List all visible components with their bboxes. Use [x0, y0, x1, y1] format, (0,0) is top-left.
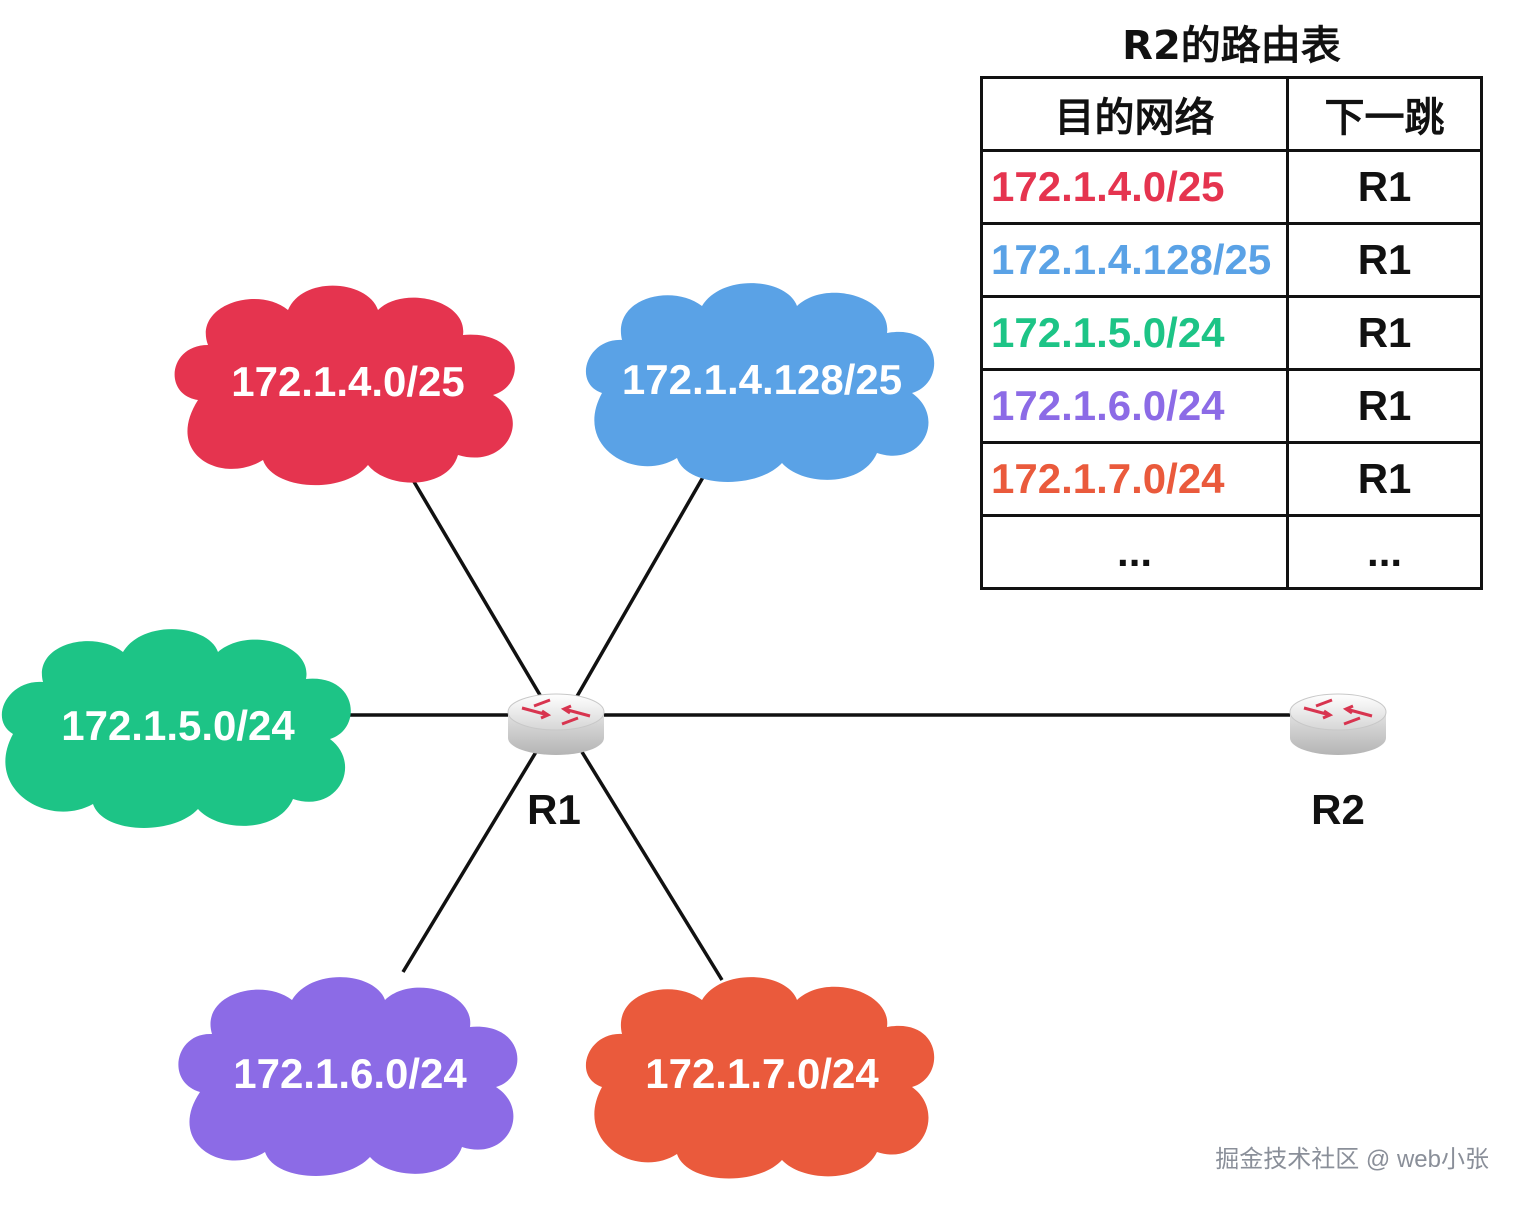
table-row: 172.1.6.0/24 R1 — [979, 368, 1483, 444]
row-destination: 172.1.5.0/24 — [979, 295, 1290, 371]
table-row: 172.1.4.128/25 R1 — [979, 222, 1483, 298]
links — [350, 457, 1292, 981]
table-row: ... ... — [979, 514, 1483, 590]
table-header-row: 目的网络 下一跳 — [979, 76, 1483, 152]
cloud-label: 172.1.7.0/24 — [645, 1050, 879, 1097]
row-destination: ... — [979, 514, 1290, 590]
table-row: 172.1.4.0/25 R1 — [979, 149, 1483, 225]
cloud-label: 172.1.4.0/25 — [231, 358, 465, 405]
row-next-hop: R1 — [1286, 222, 1483, 298]
cloud-shape — [585, 977, 935, 1179]
header-destination: 目的网络 — [979, 76, 1290, 152]
table-row: 172.1.7.0/24 R1 — [979, 441, 1483, 517]
cloud-net-172-1-5-0: 172.1.5.0/24 — [1, 629, 351, 828]
cloud-net-172-1-4-128: 172.1.4.128/25 — [585, 283, 935, 482]
link-r1-net-7-0 — [580, 751, 724, 981]
row-destination: 172.1.4.128/25 — [979, 222, 1290, 298]
router-r1-label: R1 — [527, 786, 581, 833]
cloud-net-172-1-4-0: 172.1.4.0/25 — [174, 285, 515, 486]
link-r1-net-4-0 — [398, 457, 552, 713]
cloud-label: 172.1.6.0/24 — [233, 1050, 467, 1097]
row-destination: 172.1.7.0/24 — [979, 441, 1290, 517]
row-next-hop: R1 — [1286, 441, 1483, 517]
router-r1[interactable]: R1 — [506, 692, 606, 833]
cloud-label: 172.1.5.0/24 — [61, 702, 295, 749]
routing-table: 目的网络 下一跳 172.1.4.0/25 R1 172.1.4.128/25 … — [979, 76, 1483, 590]
table-row: 172.1.5.0/24 R1 — [979, 295, 1483, 371]
routing-table-panel: R2的路由表 目的网络 下一跳 172.1.4.0/25 R1 172.1.4.… — [979, 20, 1483, 590]
router-icon — [1288, 692, 1388, 757]
cloud-shape — [585, 283, 935, 482]
row-next-hop: R1 — [1286, 295, 1483, 371]
row-next-hop: R1 — [1286, 368, 1483, 444]
cloud-shape — [178, 977, 518, 1176]
row-destination: 172.1.4.0/25 — [979, 149, 1290, 225]
cloud-net-172-1-6-0: 172.1.6.0/24 — [178, 977, 518, 1176]
row-next-hop: R1 — [1286, 149, 1483, 225]
row-next-hop: ... — [1286, 514, 1483, 590]
cloud-shape — [1, 629, 351, 828]
cloud-net-172-1-7-0: 172.1.7.0/24 — [585, 977, 935, 1179]
router-r2-label: R2 — [1311, 786, 1365, 833]
router-icon — [506, 692, 606, 757]
cloud-label: 172.1.4.128/25 — [622, 356, 902, 403]
watermark: 掘金技术社区 @ web小张 — [1215, 1146, 1489, 1173]
header-next-hop: 下一跳 — [1286, 76, 1483, 152]
link-r1-net-6-0 — [401, 751, 538, 973]
cloud-shape — [174, 285, 515, 486]
router-r2[interactable]: R2 — [1288, 692, 1388, 833]
link-r1-net-4-128 — [566, 471, 708, 713]
row-destination: 172.1.6.0/24 — [979, 368, 1290, 444]
routing-table-title: R2的路由表 — [1122, 23, 1341, 69]
